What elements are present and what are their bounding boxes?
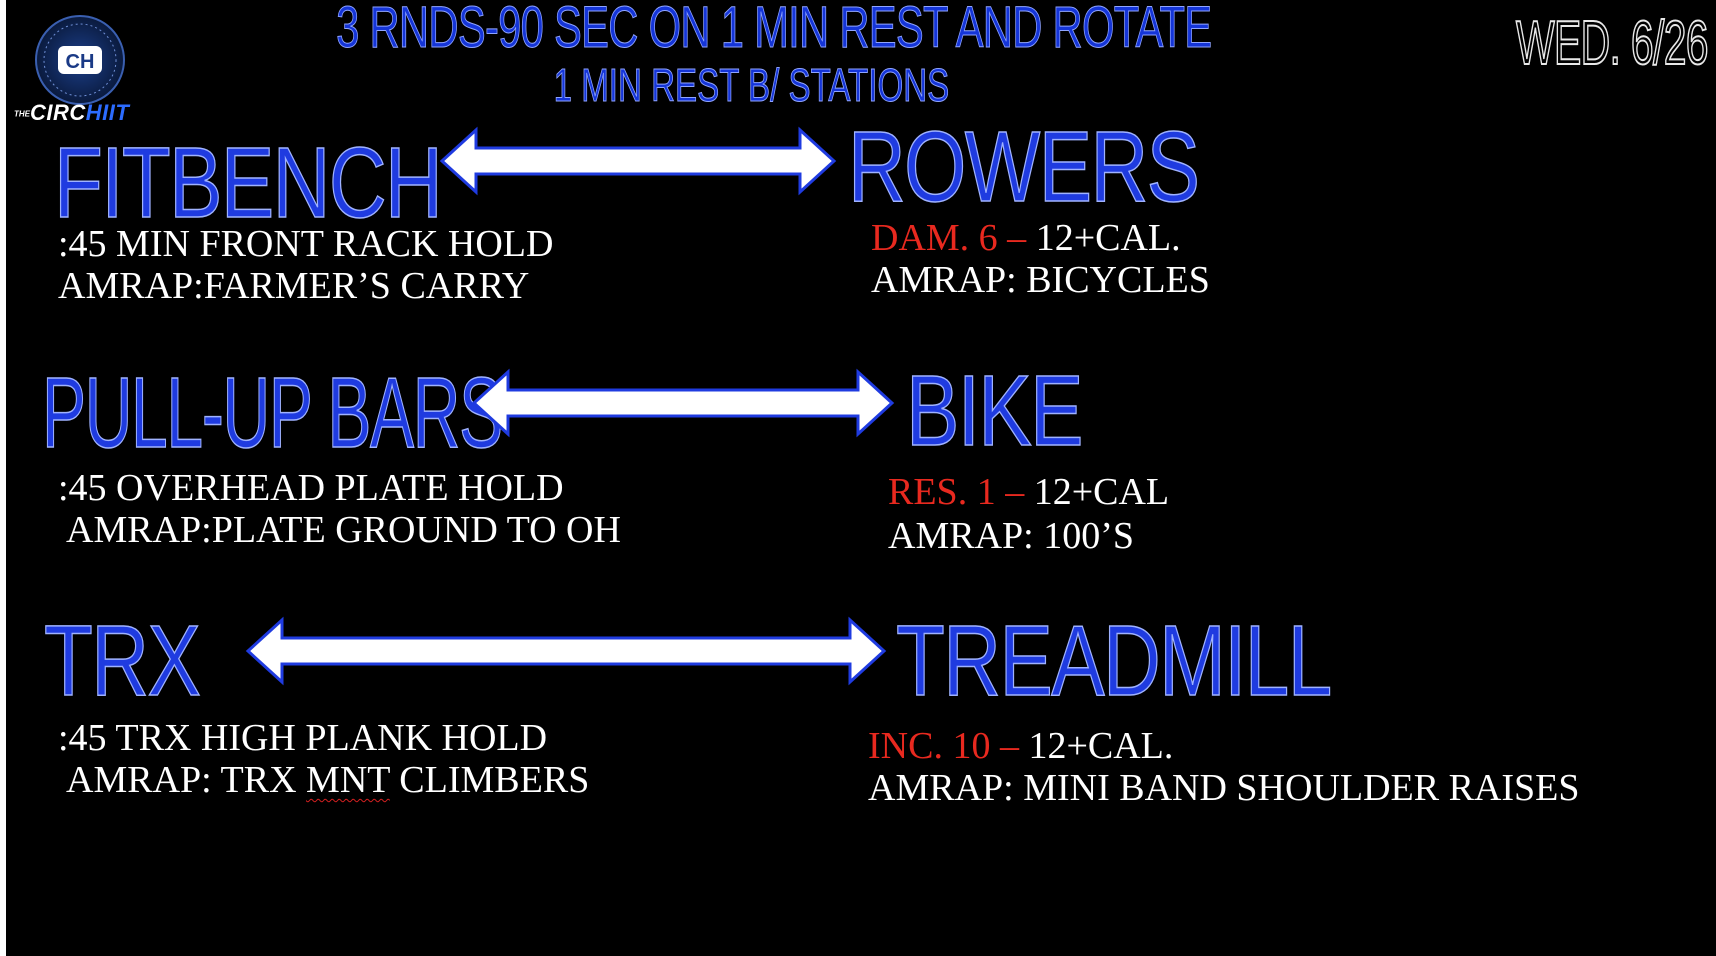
bike-setting-line: RES. 1 – 12+CAL (888, 470, 1169, 514)
treadmill-calories: 12+CAL. (1018, 725, 1174, 767)
trx-amrap: AMRAP: TRX MNT CLIMBERS (66, 758, 589, 802)
station-pull-up-bars: PULL-UP BARS (42, 356, 504, 470)
treadmill-incline: INC. 10 – (868, 725, 1019, 767)
treadmill-amrap: AMRAP: MINI BAND SHOULDER RAISES (868, 767, 1580, 809)
trx-hold: :45 TRX HIGH PLANK HOLD (58, 717, 548, 759)
double-arrow-icon (471, 368, 895, 438)
rowers-calories: 12+CAL. (1026, 217, 1181, 259)
logo-the: THE (14, 109, 30, 119)
logo-circ: CIRC (30, 100, 86, 125)
trx-amrap-suffix: CLIMBERS (389, 759, 590, 801)
pullup-amrap: AMRAP:PLATE GROUND TO OH (66, 509, 621, 551)
logo-hiit: HIIT (85, 100, 130, 125)
workout-slide: 3 RNDS-90 SEC ON 1 MIN REST AND ROTATE 1… (6, 0, 1716, 956)
station-trx: TRX (43, 604, 201, 718)
workout-rest-subtitle: 1 MIN REST B/ STATIONS (553, 59, 950, 112)
double-arrow-icon (439, 126, 837, 196)
bike-resistance: RES. 1 – (888, 471, 1025, 513)
fitbench-amrap: AMRAP:FARMER’S CARRY (58, 265, 530, 307)
trx-amrap-mnt: MNT (306, 759, 390, 801)
rowers-setting-line: DAM. 6 – 12+CAL. (871, 216, 1181, 260)
double-arrow-icon (245, 616, 887, 686)
station-fitbench: FITBENCH (53, 126, 443, 240)
bike-amrap: AMRAP: 100’S (888, 515, 1134, 557)
station-rowers: ROWERS (847, 110, 1200, 224)
station-treadmill: TREADMILL (895, 604, 1332, 718)
logo-wordmark: THECIRCHIIT (14, 100, 129, 126)
logo-monogram: CH (66, 51, 95, 73)
pullup-hold: :45 OVERHEAD PLATE HOLD (58, 467, 564, 509)
workout-date: WED. 6/26 (1515, 8, 1709, 79)
rowers-damper: DAM. 6 – (871, 217, 1027, 259)
circhiit-logo-icon: CH (35, 15, 125, 105)
treadmill-setting-line: INC. 10 – 12+CAL. (868, 724, 1173, 768)
fitbench-hold: :45 MIN FRONT RACK HOLD (58, 223, 554, 265)
workout-format-title: 3 RNDS-90 SEC ON 1 MIN REST AND ROTATE (336, 0, 1213, 61)
station-bike: BIKE (905, 354, 1084, 468)
rowers-amrap: AMRAP: BICYCLES (871, 259, 1210, 301)
trx-amrap-prefix: AMRAP: TRX (66, 759, 307, 801)
bike-calories: 12+CAL (1024, 471, 1170, 513)
